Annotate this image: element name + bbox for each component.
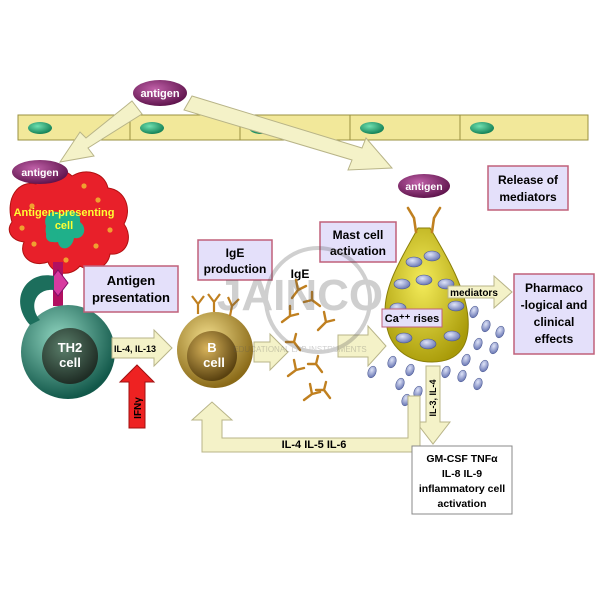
- ige-production-box: IgE production: [197, 239, 273, 281]
- mast-cell-activation-box: Mast cell activation: [319, 221, 397, 263]
- mast-activation-line2: activation: [330, 244, 386, 258]
- entry-arrow-left: [58, 100, 143, 163]
- ifn-gamma-label: IFNγ: [133, 397, 144, 419]
- watermark-main: JAINCO: [217, 271, 383, 320]
- epithelial-nucleus: [360, 122, 384, 134]
- released-granules: [367, 305, 505, 407]
- feedback-label: IL-4 IL-5 IL-6: [282, 439, 347, 451]
- ige-label: IgE: [291, 267, 310, 281]
- arrow-ige-to-mastcell: [337, 324, 387, 368]
- cytokines-line4: activation: [437, 498, 486, 510]
- b-label-line2: cell: [203, 355, 225, 370]
- cytokines-line3: inflammatory cell: [419, 483, 505, 495]
- antigen-top-label: antigen: [140, 88, 179, 100]
- mediators-arrow-label: mediators: [450, 288, 498, 299]
- apc-label-line1: Antigen-presenting: [14, 207, 115, 219]
- release-line1: Release of: [498, 173, 559, 187]
- mast-activation-line1: Mast cell: [333, 228, 384, 242]
- b-cell: B cell: [177, 293, 253, 388]
- pharmaco-line1: Pharmaco: [525, 281, 583, 295]
- entry-arrow-right: [183, 95, 394, 171]
- antigen-presentation-line2: presentation: [92, 290, 170, 305]
- arrow-bcell-to-ige: [253, 332, 289, 372]
- feedback-arrow: IL-4 IL-5 IL-6: [190, 395, 421, 453]
- pharmaco-line2: -logical and: [521, 298, 588, 312]
- ige-production-line1: IgE: [226, 246, 245, 260]
- epithelial-nucleus: [470, 122, 494, 134]
- watermark-sub: EDUCATIONAL LAB INSTRUMENTS: [233, 345, 366, 354]
- cytokines-line1: GM-CSF TNFα: [426, 453, 498, 465]
- ifn-gamma-arrow: IFNγ: [118, 364, 156, 429]
- antigen-presentation-box: Antigen presentation: [83, 265, 179, 313]
- antigen-top: antigen: [133, 80, 187, 106]
- cytokines-box: GM-CSF TNFα IL-8 IL-9 inflammatory cell …: [411, 445, 513, 515]
- epithelial-nucleus: [140, 122, 164, 134]
- ige-production-line2: production: [204, 262, 267, 276]
- th2-label-line1: TH2: [58, 340, 83, 355]
- apc-label-line2: cell: [55, 220, 73, 232]
- watermark: JAINCO EDUCATIONAL LAB INSTRUMENTS: [217, 246, 383, 354]
- epithelial-nucleus: [28, 122, 52, 134]
- il3-il4-label: IL-3, IL-4: [428, 379, 438, 416]
- cytokines-line2: IL-8 IL-9: [442, 468, 482, 480]
- il3-il4-down-arrow: IL-3, IL-4: [414, 365, 452, 445]
- release-of-mediators-box: Release of mediators: [487, 165, 569, 211]
- antigen-presenting-cell: antigen Antigen-presenting cell: [8, 160, 129, 274]
- mast-cell: antigen Ca⁺⁺ rises: [381, 174, 469, 363]
- pharmaco-line3: clinical: [534, 315, 575, 329]
- th2-label-line2: cell: [59, 355, 81, 370]
- il4-il13-label: IL-4, IL-13: [114, 344, 156, 354]
- antigen-apc-label: antigen: [21, 167, 58, 179]
- release-line2: mediators: [499, 190, 557, 204]
- th2-cell: TH2 cell: [20, 275, 115, 399]
- b-label-line1: B: [207, 340, 216, 355]
- antigen-presentation-line1: Antigen: [107, 273, 155, 288]
- ca-rises-label: Ca⁺⁺ rises: [385, 313, 439, 325]
- pharmacological-effects-box: Pharmaco -logical and clinical effects: [513, 273, 595, 355]
- free-ige-antibodies: [280, 278, 336, 402]
- pharmaco-line4: effects: [535, 332, 574, 346]
- mediators-arrow: mediators: [447, 274, 513, 310]
- arrow-th2-to-bcell: IL-4, IL-13: [111, 328, 173, 368]
- antigen-mast-label: antigen: [405, 181, 442, 193]
